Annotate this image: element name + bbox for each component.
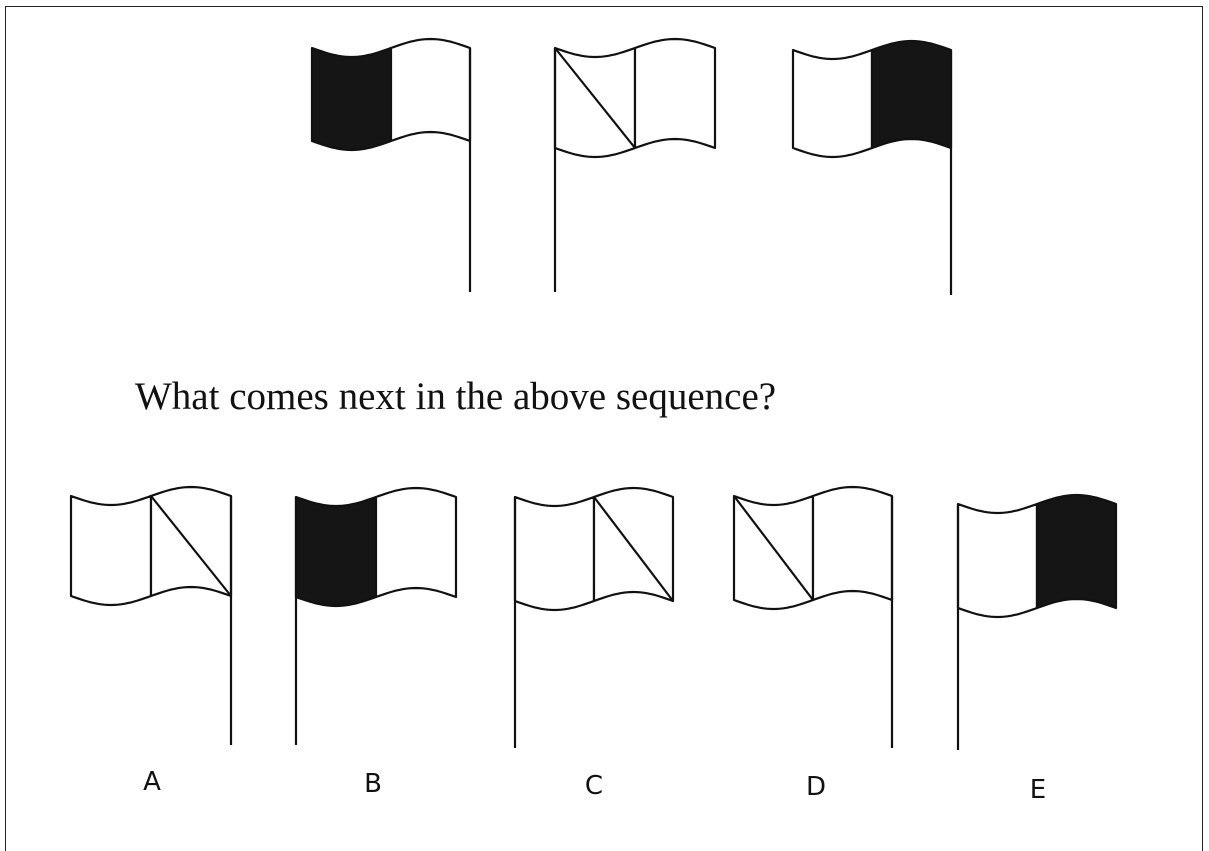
shaded-panel [294, 495, 378, 608]
option-flag-e[interactable] [956, 493, 1118, 750]
option-labels: A B C D E [143, 767, 1046, 805]
option-flag-d[interactable] [732, 485, 894, 748]
option-flag-a[interactable] [69, 485, 233, 745]
diagonal-stroke [593, 496, 674, 602]
options-row [69, 485, 1118, 750]
option-label-c: C [585, 771, 603, 801]
shaded-panel [870, 39, 953, 150]
blank-panel [633, 37, 717, 150]
diagonal-stroke [554, 47, 636, 149]
sequence-row [310, 37, 953, 295]
option-label-d: D [806, 772, 826, 802]
option-flag-b[interactable] [294, 486, 458, 745]
shaded-panel [1035, 493, 1118, 610]
diagonal-stroke [150, 495, 232, 597]
blank-panel [791, 48, 874, 159]
diagonal-stroke [733, 495, 814, 601]
blank-panel [956, 502, 1039, 619]
option-label-e: E [1030, 775, 1046, 805]
option-flag-c[interactable] [513, 486, 675, 748]
sequence-flag-2 [553, 37, 717, 292]
shaded-panel [310, 46, 393, 152]
blank-panel [389, 37, 472, 143]
option-label-b: B [364, 769, 382, 799]
option-label-a: A [143, 767, 161, 797]
page-border [5, 6, 1203, 851]
sequence-flag-3 [791, 39, 953, 295]
blank-panel [374, 486, 458, 599]
sequence-flag-1 [310, 37, 472, 292]
blank-panel [69, 494, 153, 607]
blank-panel [811, 485, 894, 602]
question-text: What comes next in the above sequence? [135, 375, 777, 418]
blank-panel [513, 495, 596, 612]
